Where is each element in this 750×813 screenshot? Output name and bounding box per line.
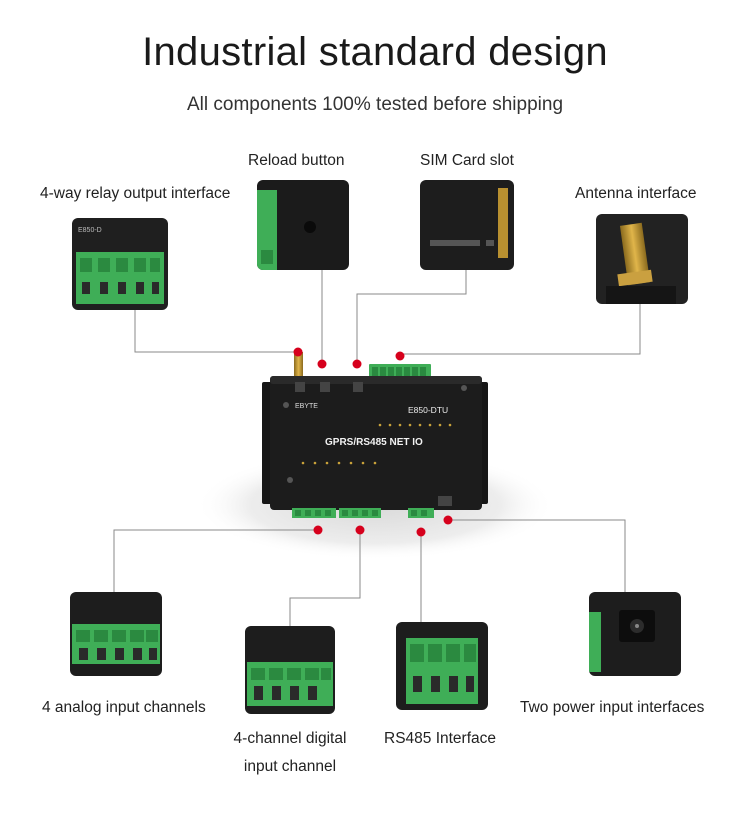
label-relay-output: 4-way relay output interface: [40, 185, 231, 202]
photo-antenna: [596, 214, 688, 304]
device-name: GPRS/RS485 NET IO: [325, 437, 423, 448]
callout-markers: [293, 347, 453, 537]
label-rs485-interface: RS485 Interface: [384, 730, 497, 747]
marker-reload: [317, 359, 327, 369]
marker-relay: [395, 351, 405, 361]
device-brand: EBYTE: [295, 403, 318, 410]
device-body: [270, 376, 482, 510]
photo-sim-slot: [420, 180, 514, 270]
label-reload-button: Reload button: [248, 152, 345, 169]
page-subtitle: All components 100% tested before shippi…: [186, 94, 564, 115]
central-device: EBYTE E850-DTU GPRS/RS485 NET IO: [262, 352, 488, 518]
device-model: E850-DTU: [408, 405, 448, 415]
photo-analog-input: [70, 592, 162, 676]
marker-digital: [355, 525, 365, 535]
label-sim-card-slot: SIM Card slot: [420, 152, 514, 169]
photo-digital-input: [245, 626, 335, 714]
marker-rs485: [416, 527, 426, 537]
label-digital-input: 4-channel digital input channel: [233, 730, 347, 775]
leader-lines: [113, 268, 641, 628]
device-antenna: [294, 352, 303, 378]
marker-antenna: [293, 347, 303, 357]
page-title: Industrial standard design: [142, 30, 608, 74]
marker-sim: [352, 359, 362, 369]
label-analog-input: 4 analog input channels: [42, 699, 206, 716]
photo-relay-output: E850-D: [72, 218, 168, 310]
marker-power: [443, 515, 453, 525]
label-power-input: Two power input interfaces: [520, 699, 705, 716]
photo-reload-button: [257, 180, 349, 270]
photo-rs485: [396, 622, 488, 710]
photo-power-input: [589, 592, 681, 676]
reload-button-icon: [304, 221, 316, 233]
relay-photo-label: E850-D: [78, 227, 102, 234]
marker-analog: [313, 525, 323, 535]
label-antenna-interface: Antenna interface: [575, 185, 697, 202]
